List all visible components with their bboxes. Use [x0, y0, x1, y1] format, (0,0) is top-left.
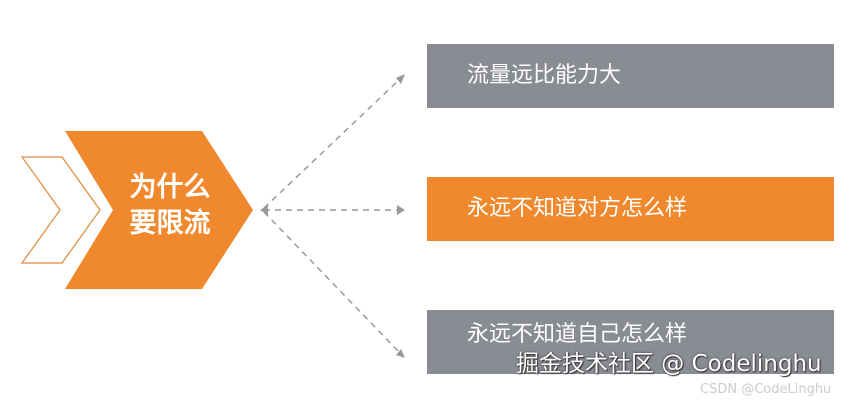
- center-title: 为什么 要限流: [110, 170, 230, 242]
- arrowhead-left: [260, 205, 268, 215]
- main-chevron: [65, 131, 253, 289]
- reason-box-3: 永远不知道自己怎么样: [427, 310, 834, 374]
- arrowhead-2: [397, 205, 405, 215]
- arrow-to-reason-1: [263, 78, 401, 209]
- csdn-watermark: CSDN @CodeLinghu: [700, 382, 832, 397]
- outline-chevron: [20, 156, 101, 264]
- center-title-line2: 要限流: [129, 208, 211, 239]
- juejin-watermark: 掘金技术社区 @ Codelinghu: [516, 351, 822, 377]
- arrowhead-1: [396, 74, 405, 84]
- center-title-line1: 为什么: [129, 172, 211, 203]
- reason-box-2: 永远不知道对方怎么样: [427, 177, 834, 241]
- reason-box-1: 流量远比能力大: [427, 44, 834, 108]
- arrow-to-reason-3: [263, 211, 401, 354]
- arrowhead-3: [396, 349, 405, 358]
